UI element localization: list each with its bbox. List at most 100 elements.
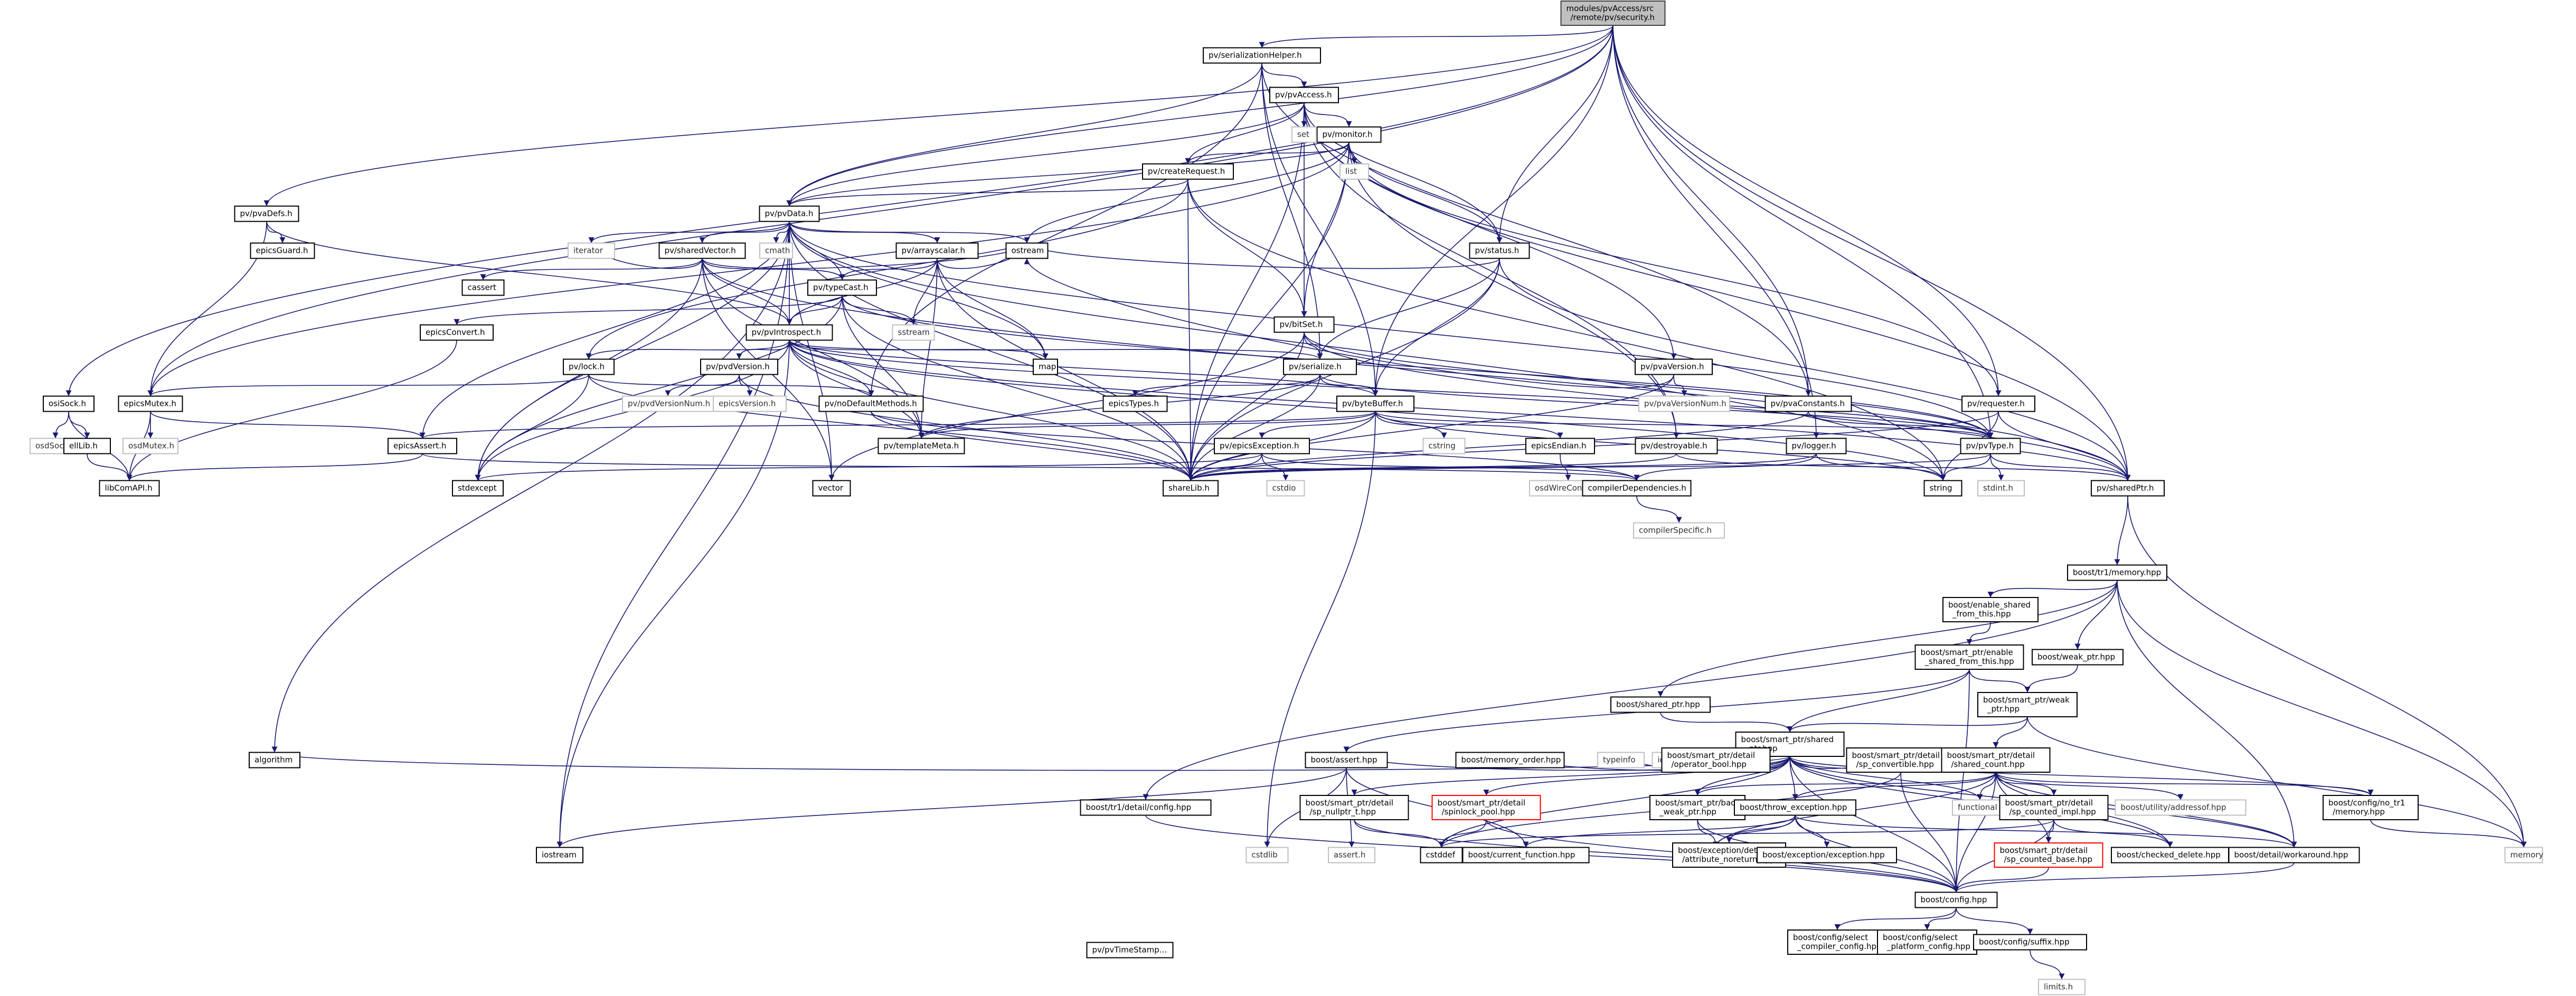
node-label: pv/arrayscalar.h bbox=[902, 246, 965, 255]
node-spnullptr[interactable]: boost/smart_ptr/detail/sp_nullptr_t.hpp bbox=[1299, 795, 1409, 820]
node-label: boost/config/suffix.hpp bbox=[1979, 937, 2070, 947]
node-label: /operator_bool.hpp bbox=[1672, 760, 1747, 770]
node-configtr1[interactable]: boost/config/no_tr1/memory.hpp bbox=[2323, 795, 2419, 820]
node-tr1memory[interactable]: boost/tr1/memory.hpp bbox=[2067, 564, 2167, 581]
node-box bbox=[1033, 358, 1058, 375]
node-s_sstream: sstream bbox=[892, 324, 935, 341]
node-pvbitset[interactable]: pv/bitSet.h bbox=[1273, 316, 1335, 333]
node-checkeddel[interactable]: boost/checked_delete.hpp bbox=[2111, 847, 2229, 864]
node-s_cstddef[interactable]: cstddef bbox=[1420, 847, 1463, 864]
node-pvlock[interactable]: pv/lock.h bbox=[563, 358, 615, 375]
node-pvaversion[interactable]: pv/pvaVersion.h bbox=[1635, 358, 1713, 375]
node-sharedlib[interactable]: shareLib.h bbox=[1163, 480, 1219, 497]
node-box bbox=[63, 438, 111, 454]
node-s_map[interactable]: map bbox=[1033, 358, 1058, 375]
edge-spcountedimpl-to-s_cstddef bbox=[1438, 819, 2054, 848]
node-sharedcount[interactable]: boost/smart_ptr/detail/shared_count.hpp bbox=[1941, 747, 2051, 773]
node-libcomapi[interactable]: libComAPI.h bbox=[99, 480, 160, 497]
node-spcountedbase[interactable]: boost/smart_ptr/detail/sp_counted_base.h… bbox=[1994, 842, 2103, 868]
node-sharedvector[interactable]: pv/sharedVector.h bbox=[658, 242, 746, 259]
node-box bbox=[2091, 480, 2165, 497]
node-pvdata[interactable]: pv/pvData.h bbox=[759, 205, 820, 222]
node-weakptr[interactable]: boost/weak_ptr.hpp bbox=[2032, 649, 2124, 666]
node-curfunc[interactable]: boost/current_function.hpp bbox=[1462, 847, 1590, 864]
node-epicsconvert[interactable]: epicsConvert.h bbox=[420, 324, 494, 341]
node-osisock[interactable]: osiSock.h bbox=[43, 395, 95, 412]
node-epicsmutex[interactable]: epicsMutex.h bbox=[118, 395, 183, 412]
edge-pvbitset-to-s_vector bbox=[828, 332, 1305, 481]
node-box bbox=[122, 438, 178, 454]
node-throwexc[interactable]: boost/throw_exception.hpp bbox=[1734, 799, 1856, 816]
node-epicsguard[interactable]: epicsGuard.h bbox=[250, 242, 315, 259]
edge-bytebuffer-to-pvepicsexc bbox=[1259, 411, 1376, 439]
node-pvstatus[interactable]: pv/status.h bbox=[1469, 242, 1530, 259]
node-serhelper[interactable]: pv/serializationHelper.h bbox=[1203, 47, 1321, 64]
node-tr1config[interactable]: boost/tr1/detail/config.hpp bbox=[1080, 799, 1212, 816]
node-box bbox=[1455, 752, 1565, 769]
node-createrequest[interactable]: pv/createRequest.h bbox=[1142, 163, 1234, 180]
node-s_string[interactable]: string bbox=[1923, 480, 1962, 497]
node-enableshared2[interactable]: boost/smart_ptr/enable_shared_from_this.… bbox=[1914, 644, 2024, 670]
node-templatemeta[interactable]: pv/templateMeta.h bbox=[877, 438, 965, 454]
node-epicstypes[interactable]: epicsTypes.h bbox=[1102, 395, 1168, 412]
edge-pvmonitor-to-createrequest bbox=[1185, 142, 1350, 164]
node-pvepicsexc[interactable]: pv/epicsException.h bbox=[1214, 438, 1310, 454]
node-osdmutex: osdMutex.h bbox=[122, 438, 178, 454]
node-pvserialize[interactable]: pv/serialize.h bbox=[1283, 358, 1357, 375]
node-pvtype[interactable]: pv/pvType.h bbox=[1960, 438, 2021, 454]
node-exchpp[interactable]: boost/exception/exception.hpp bbox=[1757, 847, 1897, 864]
node-sharedptr[interactable]: pv/sharedPtr.h bbox=[2091, 480, 2165, 497]
node-pvadefs[interactable]: pv/pvaDefs.h bbox=[234, 205, 299, 222]
node-spinlockpool[interactable]: boost/smart_ptr/detail/spinlock_pool.hpp bbox=[1431, 795, 1541, 820]
node-label: boost/smart_ptr/detail bbox=[1947, 751, 2035, 761]
node-opbool[interactable]: boost/smart_ptr/detail/operator_bool.hpp bbox=[1661, 747, 1771, 773]
node-label: _from_this.hpp bbox=[1952, 609, 2011, 619]
edge-bconfig-to-suffix bbox=[1956, 907, 2033, 935]
node-epicsendian[interactable]: epicsEndian.h bbox=[1525, 438, 1595, 454]
node-label: boost/checked_delete.hpp bbox=[2117, 850, 2221, 860]
node-spcountedimpl[interactable]: boost/smart_ptr/detail/sp_counted_impl.h… bbox=[1999, 795, 2109, 820]
node-s_ostream[interactable]: ostream bbox=[1005, 242, 1049, 259]
node-bassert[interactable]: boost/assert.hpp bbox=[1305, 752, 1388, 769]
node-s_vector[interactable]: vector bbox=[812, 480, 851, 497]
node-enableshared[interactable]: boost/enable_shared_from_this.hpp bbox=[1942, 597, 2039, 622]
node-pvaconstants[interactable]: pv/pvaConstants.h bbox=[1764, 395, 1852, 412]
node-typecast[interactable]: pv/typeCast.h bbox=[807, 279, 877, 296]
node-s_cassert[interactable]: cassert bbox=[461, 279, 505, 296]
node-ellib[interactable]: ellLib.h bbox=[63, 438, 111, 454]
node-destroyable[interactable]: pv/destroyable.h bbox=[1635, 438, 1718, 454]
node-pvdversion[interactable]: pv/pvdVersion.h bbox=[700, 358, 778, 375]
node-s_stdexcept[interactable]: stdexcept bbox=[452, 480, 504, 497]
node-pvtimes[interactable]: pv/pvTimeStamp... bbox=[1086, 942, 1174, 959]
node-bytebuffer[interactable]: pv/byteBuffer.h bbox=[1336, 395, 1414, 412]
node-workaround[interactable]: boost/detail/workaround.hpp bbox=[2228, 847, 2360, 864]
node-selplatform[interactable]: boost/config/select_platform_config.hpp bbox=[1877, 929, 1977, 955]
edges bbox=[52, 25, 2527, 980]
node-s_algorithm[interactable]: algorithm bbox=[249, 752, 300, 769]
node-pvmonitor[interactable]: pv/monitor.h bbox=[1316, 126, 1382, 143]
node-arrayscalar[interactable]: pv/arrayscalar.h bbox=[895, 242, 979, 259]
node-sharedptrhpp[interactable]: boost/shared_ptr.hpp bbox=[1610, 696, 1711, 713]
node-label: pv/pvAccess.h bbox=[1275, 90, 1332, 100]
edge-throwexc-to-curfunc bbox=[1523, 815, 1796, 848]
node-memorder[interactable]: boost/memory_order.hpp bbox=[1455, 752, 1565, 769]
node-pvaccess[interactable]: pv/pvAccess.h bbox=[1269, 87, 1339, 103]
node-pvdversionnum: pv/pvdVersionNum.h bbox=[622, 395, 714, 412]
node-s_iostream[interactable]: iostream bbox=[536, 847, 583, 864]
node-pvscalar[interactable]: pv/pvIntrospect.h bbox=[746, 324, 833, 341]
node-pvrequester[interactable]: pv/requester.h bbox=[1961, 395, 2035, 412]
node-suffix[interactable]: boost/config/suffix.hpp bbox=[1973, 934, 2087, 951]
node-root[interactable]: modules/pvAccess/src/remote/pv/security.… bbox=[1560, 1, 1666, 26]
edge-spcountedimpl-to-checkeddel bbox=[2053, 819, 2173, 848]
node-nodefault[interactable]: pv/noDefaultMethods.h bbox=[818, 395, 924, 412]
node-bconfig[interactable]: boost/config.hpp bbox=[1914, 891, 1998, 908]
node-badweak[interactable]: boost/smart_ptr/bad_weak_ptr.hpp bbox=[1649, 795, 1745, 820]
node-selcompiler[interactable]: boost/config/select_compiler_config.hpp bbox=[1787, 929, 1888, 955]
node-label: boost/smart_ptr/shared bbox=[1741, 735, 1834, 745]
node-box bbox=[2115, 799, 2247, 816]
node-epicsassert[interactable]: epicsAssert.h bbox=[388, 438, 457, 454]
node-pvlogger[interactable]: pv/logger.h bbox=[1786, 438, 1847, 454]
node-weakptr2[interactable]: boost/smart_ptr/weak_ptr.hpp bbox=[1977, 692, 2078, 717]
node-spconv[interactable]: boost/smart_ptr/detail/sp_convertible.hp… bbox=[1846, 747, 1956, 773]
node-compilerdeps[interactable]: compilerDependencies.h bbox=[1582, 480, 1692, 497]
